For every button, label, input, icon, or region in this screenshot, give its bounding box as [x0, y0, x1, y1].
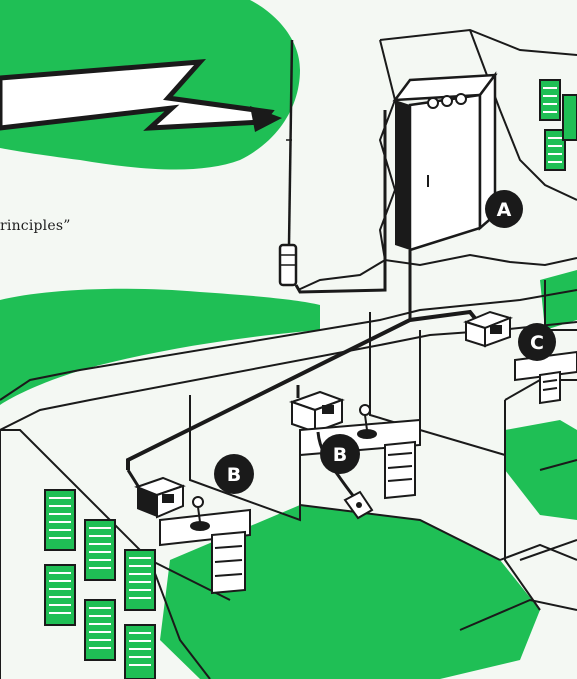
- branch-cable-left: [128, 470, 138, 486]
- marker-c: C: [518, 323, 556, 361]
- svg-text:B: B: [227, 464, 241, 486]
- svg-text:B: B: [333, 444, 347, 466]
- left-windows: [45, 490, 155, 679]
- microphone-icon: [191, 497, 209, 530]
- desk-c: [515, 352, 577, 403]
- marker-a: A: [485, 190, 523, 228]
- marker-b-middle: B: [320, 434, 360, 474]
- control-cabinet-icon: [395, 75, 495, 250]
- svg-text:A: A: [497, 199, 512, 221]
- microphone-icon: [358, 405, 376, 438]
- svg-text:C: C: [530, 332, 544, 354]
- marker-b-left: B: [214, 454, 254, 494]
- caption-text: rinciples”: [0, 218, 71, 234]
- radio-unit-icon: [137, 478, 183, 517]
- antenna-cable: [296, 110, 385, 292]
